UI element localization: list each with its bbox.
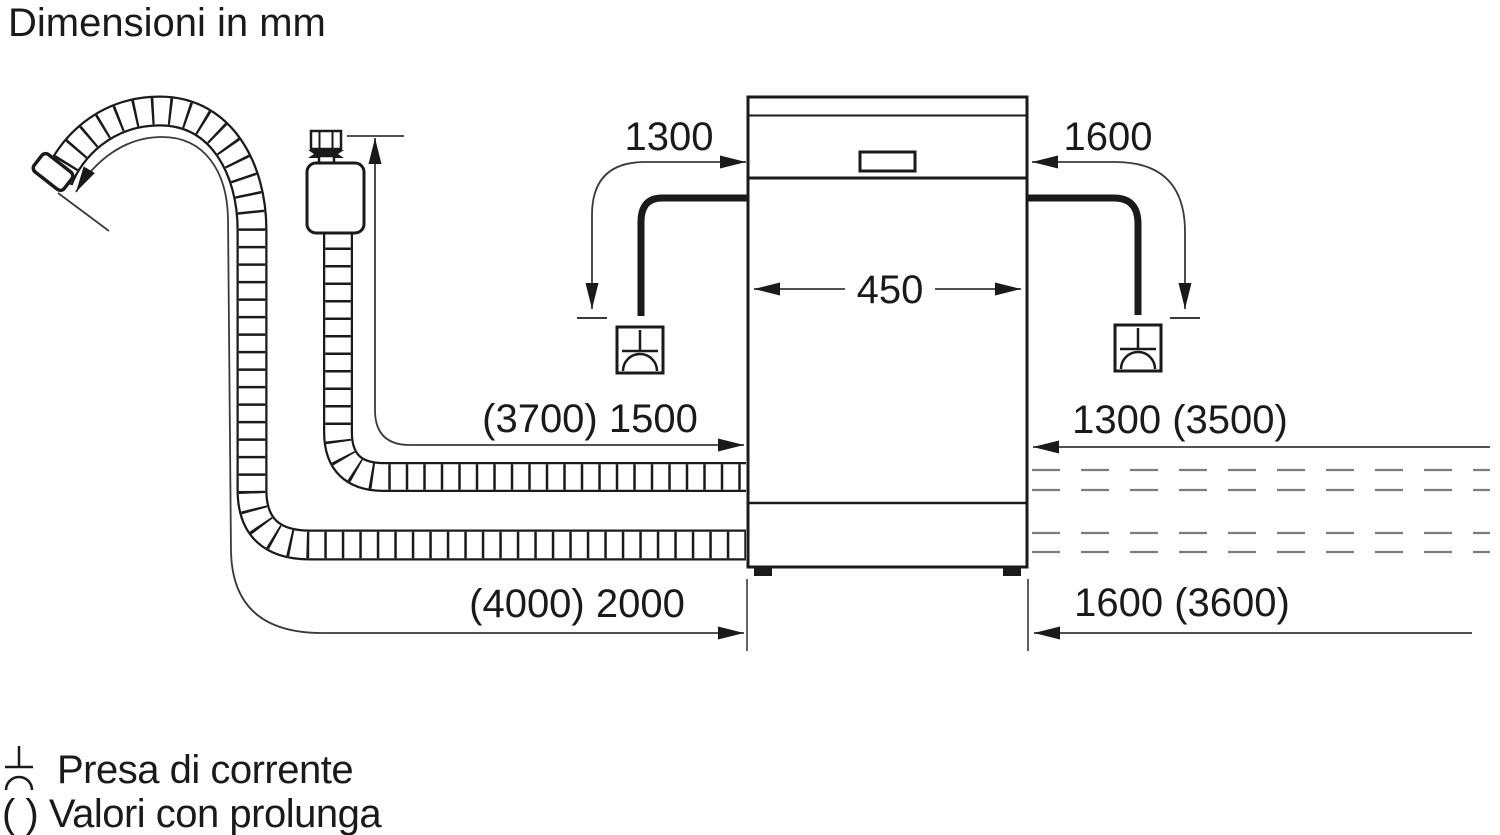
door-handle xyxy=(858,150,917,173)
legend-outlet-icon xyxy=(4,746,34,791)
dimension-label-supply-right: 1300 (3500) xyxy=(1072,398,1288,442)
power-cable-right xyxy=(1027,194,1142,315)
cable-left-dimension-arrow xyxy=(577,155,746,319)
power-outlet-icon-right xyxy=(1113,323,1163,373)
valve-nut xyxy=(309,129,343,151)
valve-body xyxy=(305,161,366,235)
dimension-label-width: 450 xyxy=(857,268,924,312)
legend-label-parentheses: ( ) Valori con prolunga xyxy=(2,792,382,835)
drain-hose-dimension-arrow xyxy=(57,136,744,640)
dimension-label-drain-right: 1600 (3600) xyxy=(1074,581,1290,625)
dimension-label-cable-right: 1600 xyxy=(1064,115,1153,159)
legend-label-outlet: Presa di corrente xyxy=(57,748,353,792)
foot-right xyxy=(1003,567,1021,576)
diagram-title: Dimensioni in mm xyxy=(8,1,326,45)
dishwasher-outline xyxy=(746,95,1029,576)
supply-hose-dimension-arrow xyxy=(347,135,744,452)
drain-hose-end-cap xyxy=(31,151,75,193)
dimension-label-supply-left: (3700) 1500 xyxy=(482,397,698,441)
foot-left xyxy=(754,567,772,576)
dashed-extension-lines xyxy=(1032,468,1490,554)
tap-connector-valve xyxy=(305,129,366,235)
power-cable-left xyxy=(637,194,748,316)
dimension-label-drain-left: (4000) 2000 xyxy=(469,582,685,626)
hose-end-reference-line xyxy=(57,192,110,232)
power-outlet-icon-left xyxy=(615,325,665,375)
cable-right-dimension-arrow xyxy=(1032,155,1200,319)
dimension-label-cable-left: 1300 xyxy=(625,115,714,159)
